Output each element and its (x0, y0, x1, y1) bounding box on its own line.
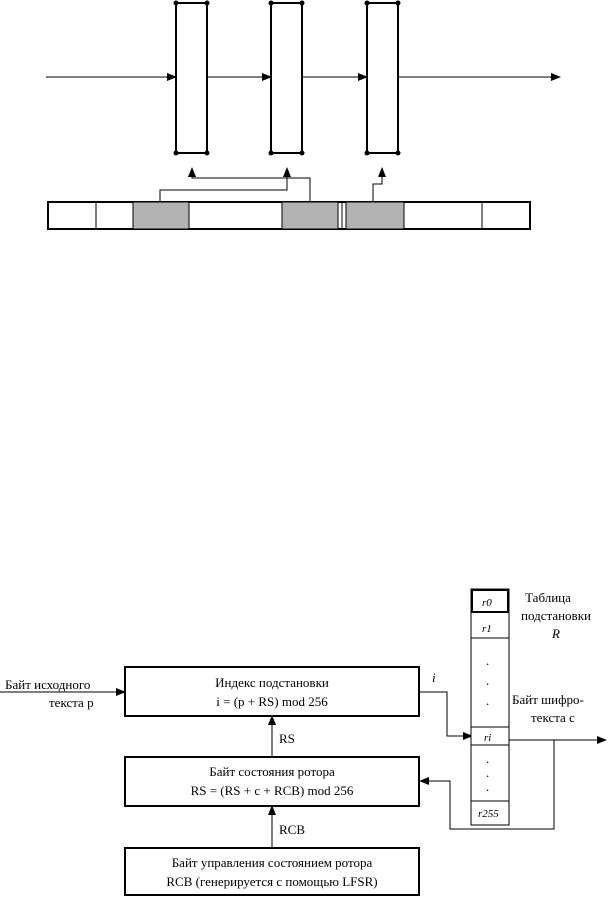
key-segment-shaded-3 (345, 201, 405, 230)
index-box-formula: i = (p + RS) mod 256 (216, 694, 328, 709)
key-to-rotor2-arrow (159, 167, 291, 202)
state-box-title: Байт состояния ротора (209, 764, 335, 779)
substitution-table (470, 588, 510, 826)
bottom-cipher-figure: Байт исходного текста p Индекс подстанов… (0, 588, 607, 896)
key-segment-shaded-2 (281, 201, 339, 230)
table-cell-dot-4: . (486, 751, 489, 766)
cipher-label-line2: текста c (531, 710, 575, 725)
key-to-rotor1-arrow (188, 167, 311, 202)
table-cell-r255: r255 (478, 808, 499, 820)
table-cell-dot-6: . (486, 779, 489, 794)
table-cell-r0-frame (471, 589, 509, 613)
feedback-c-arrow (419, 740, 555, 830)
cipher-label-line1: Байт шифро- (512, 692, 584, 707)
rotor-1 (175, 2, 208, 154)
control-box-title: Байт управления состоянием ротора (172, 855, 373, 870)
table-title-line2: подстановки (521, 608, 591, 623)
rcb-label: RCB (279, 822, 305, 837)
table-dividers (471, 637, 509, 802)
index-box-title: Индекс подстановки (215, 675, 329, 690)
key-dividers (95, 202, 483, 229)
table-cell-ri: ri (484, 732, 491, 744)
table-cell-r1: r1 (482, 623, 492, 635)
rotor-state-box (124, 756, 420, 807)
rs-label: RS (279, 731, 295, 746)
i-label: i (432, 670, 436, 685)
rotor-2 (270, 2, 303, 154)
rotor-corner-dots (173, 0, 401, 156)
table-cell-dot-3: . (486, 693, 489, 708)
key-segment-shaded-1 (132, 201, 190, 230)
table-title-line3: R (551, 626, 560, 641)
table-cell-dot-1: . (486, 653, 489, 668)
control-box-formula: RCB (генерируется с помощью LFSR) (166, 874, 377, 889)
table-cell-dot-5: . (486, 765, 489, 780)
rotor-3 (366, 2, 399, 154)
plaintext-label-line2: текста p (49, 695, 94, 710)
plaintext-label-line1: Байт исходного (5, 677, 90, 692)
table-title-line1: Таблица (525, 590, 571, 605)
top-rotor-figure (46, 0, 561, 230)
table-cell-r0: r0 (482, 597, 492, 609)
state-box-formula: RS = (RS + c + RCB) mod 256 (191, 783, 354, 798)
rotor-control-box (124, 847, 420, 896)
i-to-table-arrow (419, 691, 473, 740)
key-to-rotor3-arrow (372, 167, 386, 202)
table-cell-dot-2: . (486, 673, 489, 688)
